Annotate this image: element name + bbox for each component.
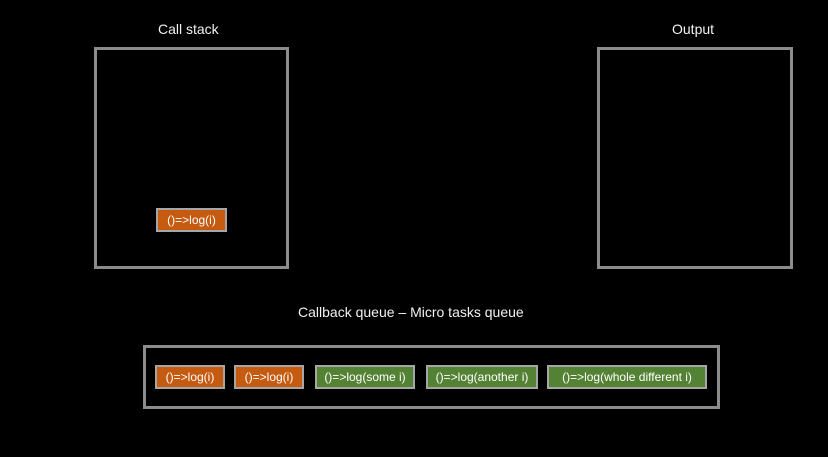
queue-item: ()=>log(i) (234, 365, 304, 389)
call-stack-title: Call stack (158, 21, 219, 37)
call-stack-item: ()=>log(i) (156, 208, 227, 232)
output-title: Output (672, 21, 715, 37)
queue-title: Callback queue – Micro tasks queue (298, 304, 524, 320)
queue-item: ()=>log(some i) (315, 365, 415, 389)
call-stack-panel (94, 47, 289, 269)
output-panel (597, 47, 793, 269)
queue-panel (143, 345, 720, 409)
queue-item: ()=>log(whole different i) (547, 365, 707, 389)
queue-item: ()=>log(another i) (426, 365, 538, 389)
queue-item: ()=>log(i) (155, 365, 225, 389)
